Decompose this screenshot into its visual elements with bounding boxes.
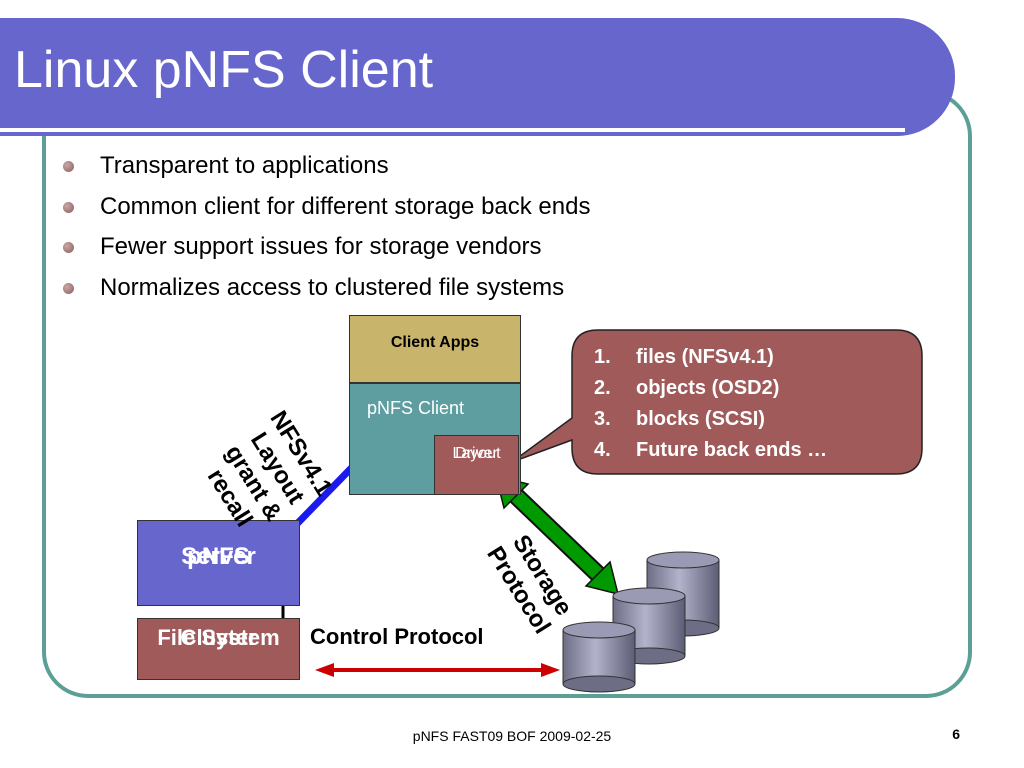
bullet-dot-icon: [63, 201, 74, 213]
page-number: 6: [952, 726, 960, 742]
disk-front-icon: [562, 621, 636, 693]
disk-middle-icon: [612, 587, 686, 665]
bullet-dot-icon: [63, 242, 74, 253]
bullet-dot-icon: [63, 282, 74, 294]
control-arrow: [315, 663, 560, 677]
list-item: 2.objects (OSD2): [594, 377, 780, 399]
bullet-item: Fewer support issues for storage vendors: [62, 231, 590, 272]
bullet-item: Common client for different storage back…: [62, 191, 590, 232]
list-item: 3.blocks (SCSI): [594, 408, 765, 430]
bullet-list: Transparent to applications Common clien…: [62, 150, 590, 312]
backends-callout: [511, 329, 923, 475]
bullet-item: Normalizes access to clustered file syst…: [62, 272, 590, 313]
control-protocol-label: Control Protocol: [310, 624, 484, 649]
bullet-dot-icon: [63, 161, 74, 172]
bullet-item: Transparent to applications: [62, 150, 590, 191]
slide-footer: pNFS FAST09 BOF 2009-02-25: [412, 728, 612, 744]
client-apps-box: Client Apps: [349, 315, 521, 383]
slide-title: Linux pNFS Client: [14, 41, 434, 99]
list-item: 4.Future back ends …: [594, 439, 828, 461]
backends-list: 1.files (NFSv4.1) 2.objects (OSD2) 3.blo…: [594, 342, 827, 466]
list-item: 1.files (NFSv4.1): [594, 346, 774, 368]
title-bar: [0, 18, 955, 136]
title-underline: [0, 128, 905, 132]
